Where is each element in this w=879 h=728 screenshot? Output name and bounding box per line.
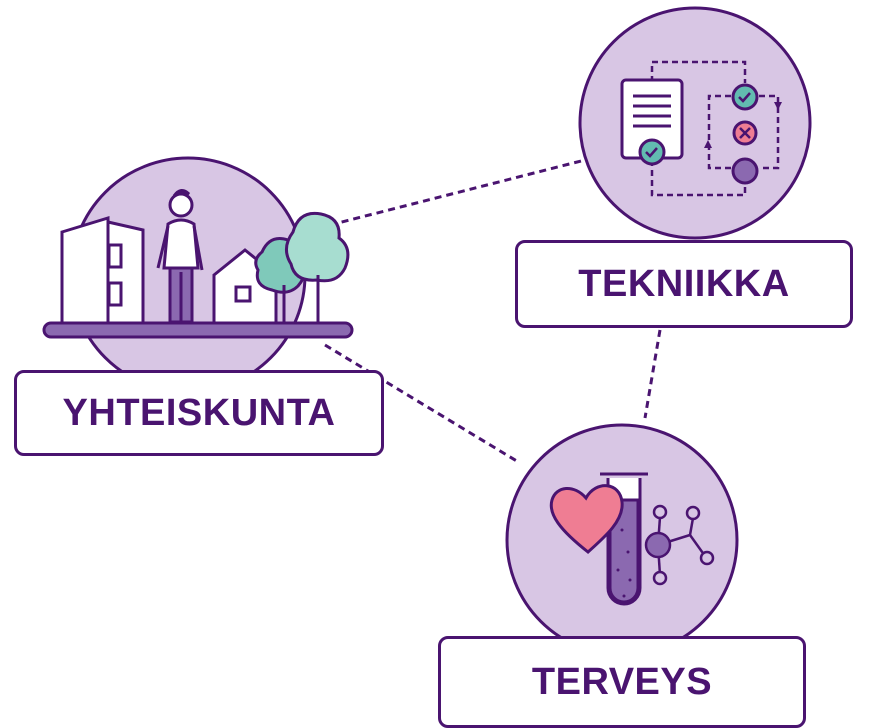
technology-circle xyxy=(578,6,812,240)
technology-node xyxy=(578,6,812,240)
connectors xyxy=(324,158,662,465)
heart-icon xyxy=(549,484,624,554)
health-label: TERVEYS xyxy=(531,660,713,703)
flow-arrows xyxy=(704,102,782,148)
society-label: YHTEISKUNTA xyxy=(62,391,336,434)
connector-technology-health xyxy=(643,329,662,419)
connector-society-health xyxy=(324,343,521,465)
buildings-icon xyxy=(60,215,145,327)
technology-label: TEKNIIKKA xyxy=(578,262,790,305)
health-node xyxy=(505,423,739,657)
technology-label-box: TEKNIIKKA xyxy=(515,240,853,328)
society-node xyxy=(42,156,354,394)
ground-bar xyxy=(42,321,354,339)
connector-society-technology xyxy=(329,158,586,227)
process-flow-icon xyxy=(650,60,780,197)
molecule-icon xyxy=(644,504,715,586)
health-label-box: TERVEYS xyxy=(438,636,806,728)
person-icon xyxy=(156,189,204,324)
society-label-box: YHTEISKUNTA xyxy=(14,370,384,456)
document-check-icon xyxy=(620,78,684,166)
trees-icon xyxy=(254,211,350,322)
pending-step-icon xyxy=(731,157,759,185)
flow-nodes xyxy=(731,83,759,185)
